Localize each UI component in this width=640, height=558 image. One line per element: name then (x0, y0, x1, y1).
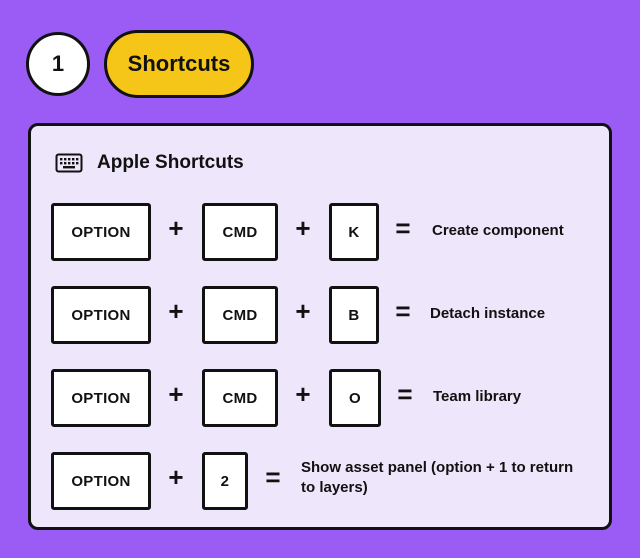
shortcut-action: Team library (433, 388, 522, 405)
equals-sign: = (397, 378, 413, 409)
card-title: Apple Shortcuts (97, 152, 244, 173)
plus-sign: + (168, 212, 184, 243)
section-title: Shortcuts (127, 51, 231, 76)
key-option: OPTION (51, 369, 151, 427)
shortcut-row: OPTION + CMD + K = Create component (51, 203, 601, 261)
shortcut-row: OPTION + CMD + B = Detach instance (51, 286, 601, 344)
card-header: Apple Shortcuts (55, 148, 244, 178)
plus-sign: + (295, 212, 311, 243)
plus-sign: + (168, 378, 184, 409)
key-cmd: CMD (202, 369, 278, 427)
key-cmd: CMD (202, 286, 278, 344)
key-option: OPTION (51, 203, 151, 261)
plus-sign: + (168, 461, 184, 492)
equals-sign: = (395, 295, 411, 326)
plus-sign: + (295, 378, 311, 409)
equals-sign: = (265, 461, 281, 492)
key-number: 2 (202, 452, 248, 510)
shortcut-row: OPTION + CMD + O = Team library (51, 369, 601, 427)
shortcut-row: OPTION + 2 = Show asset panel (option + … (51, 452, 601, 510)
step-number-badge: 1 (26, 32, 90, 96)
key-letter: K (329, 203, 379, 261)
shortcut-action: Show asset panel (option + 1 to return t… (301, 459, 574, 496)
plus-sign: + (168, 295, 184, 326)
shortcut-action: Detach instance (430, 305, 546, 322)
key-letter: O (329, 369, 381, 427)
section-title-pill: Shortcuts (104, 30, 254, 98)
shortcuts-card: Apple Shortcuts OPTION + CMD + K = Creat… (28, 123, 612, 530)
equals-sign: = (395, 212, 411, 243)
key-letter: B (329, 286, 379, 344)
key-cmd: CMD (202, 203, 278, 261)
step-number: 1 (51, 51, 65, 76)
shortcut-action: Create component (432, 222, 564, 239)
keyboard-icon (55, 153, 83, 173)
plus-sign: + (295, 295, 311, 326)
key-option: OPTION (51, 452, 151, 510)
key-option: OPTION (51, 286, 151, 344)
